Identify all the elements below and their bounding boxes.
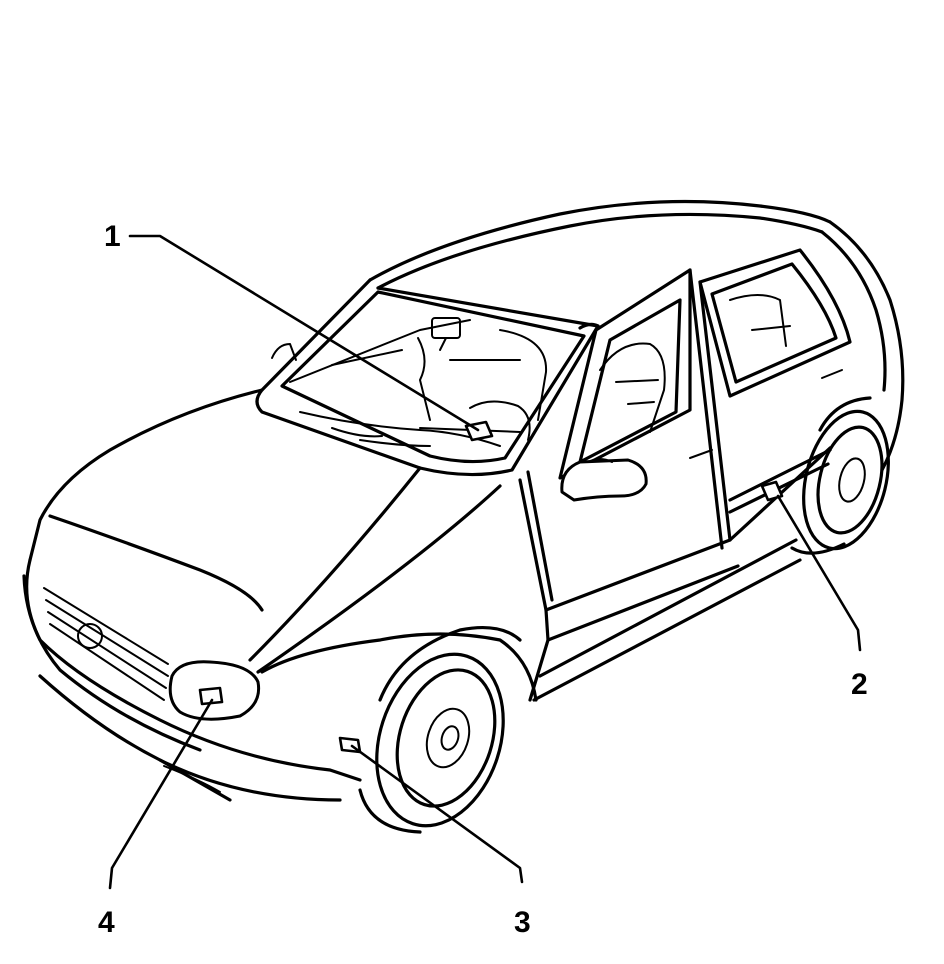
callout-label-4: 4 [98,906,115,939]
callout-label-2: 2 [851,668,868,701]
leader-line-2 [776,494,862,652]
callout-label-1: 1 [104,220,121,253]
leader-line-4 [108,698,214,890]
leader-lines [108,234,862,890]
leader-line-3 [350,744,524,884]
car-body-drawing [22,199,905,834]
callout-label-3: 3 [514,906,531,939]
component-marker-4 [198,686,224,706]
leader-line-1 [128,234,480,432]
